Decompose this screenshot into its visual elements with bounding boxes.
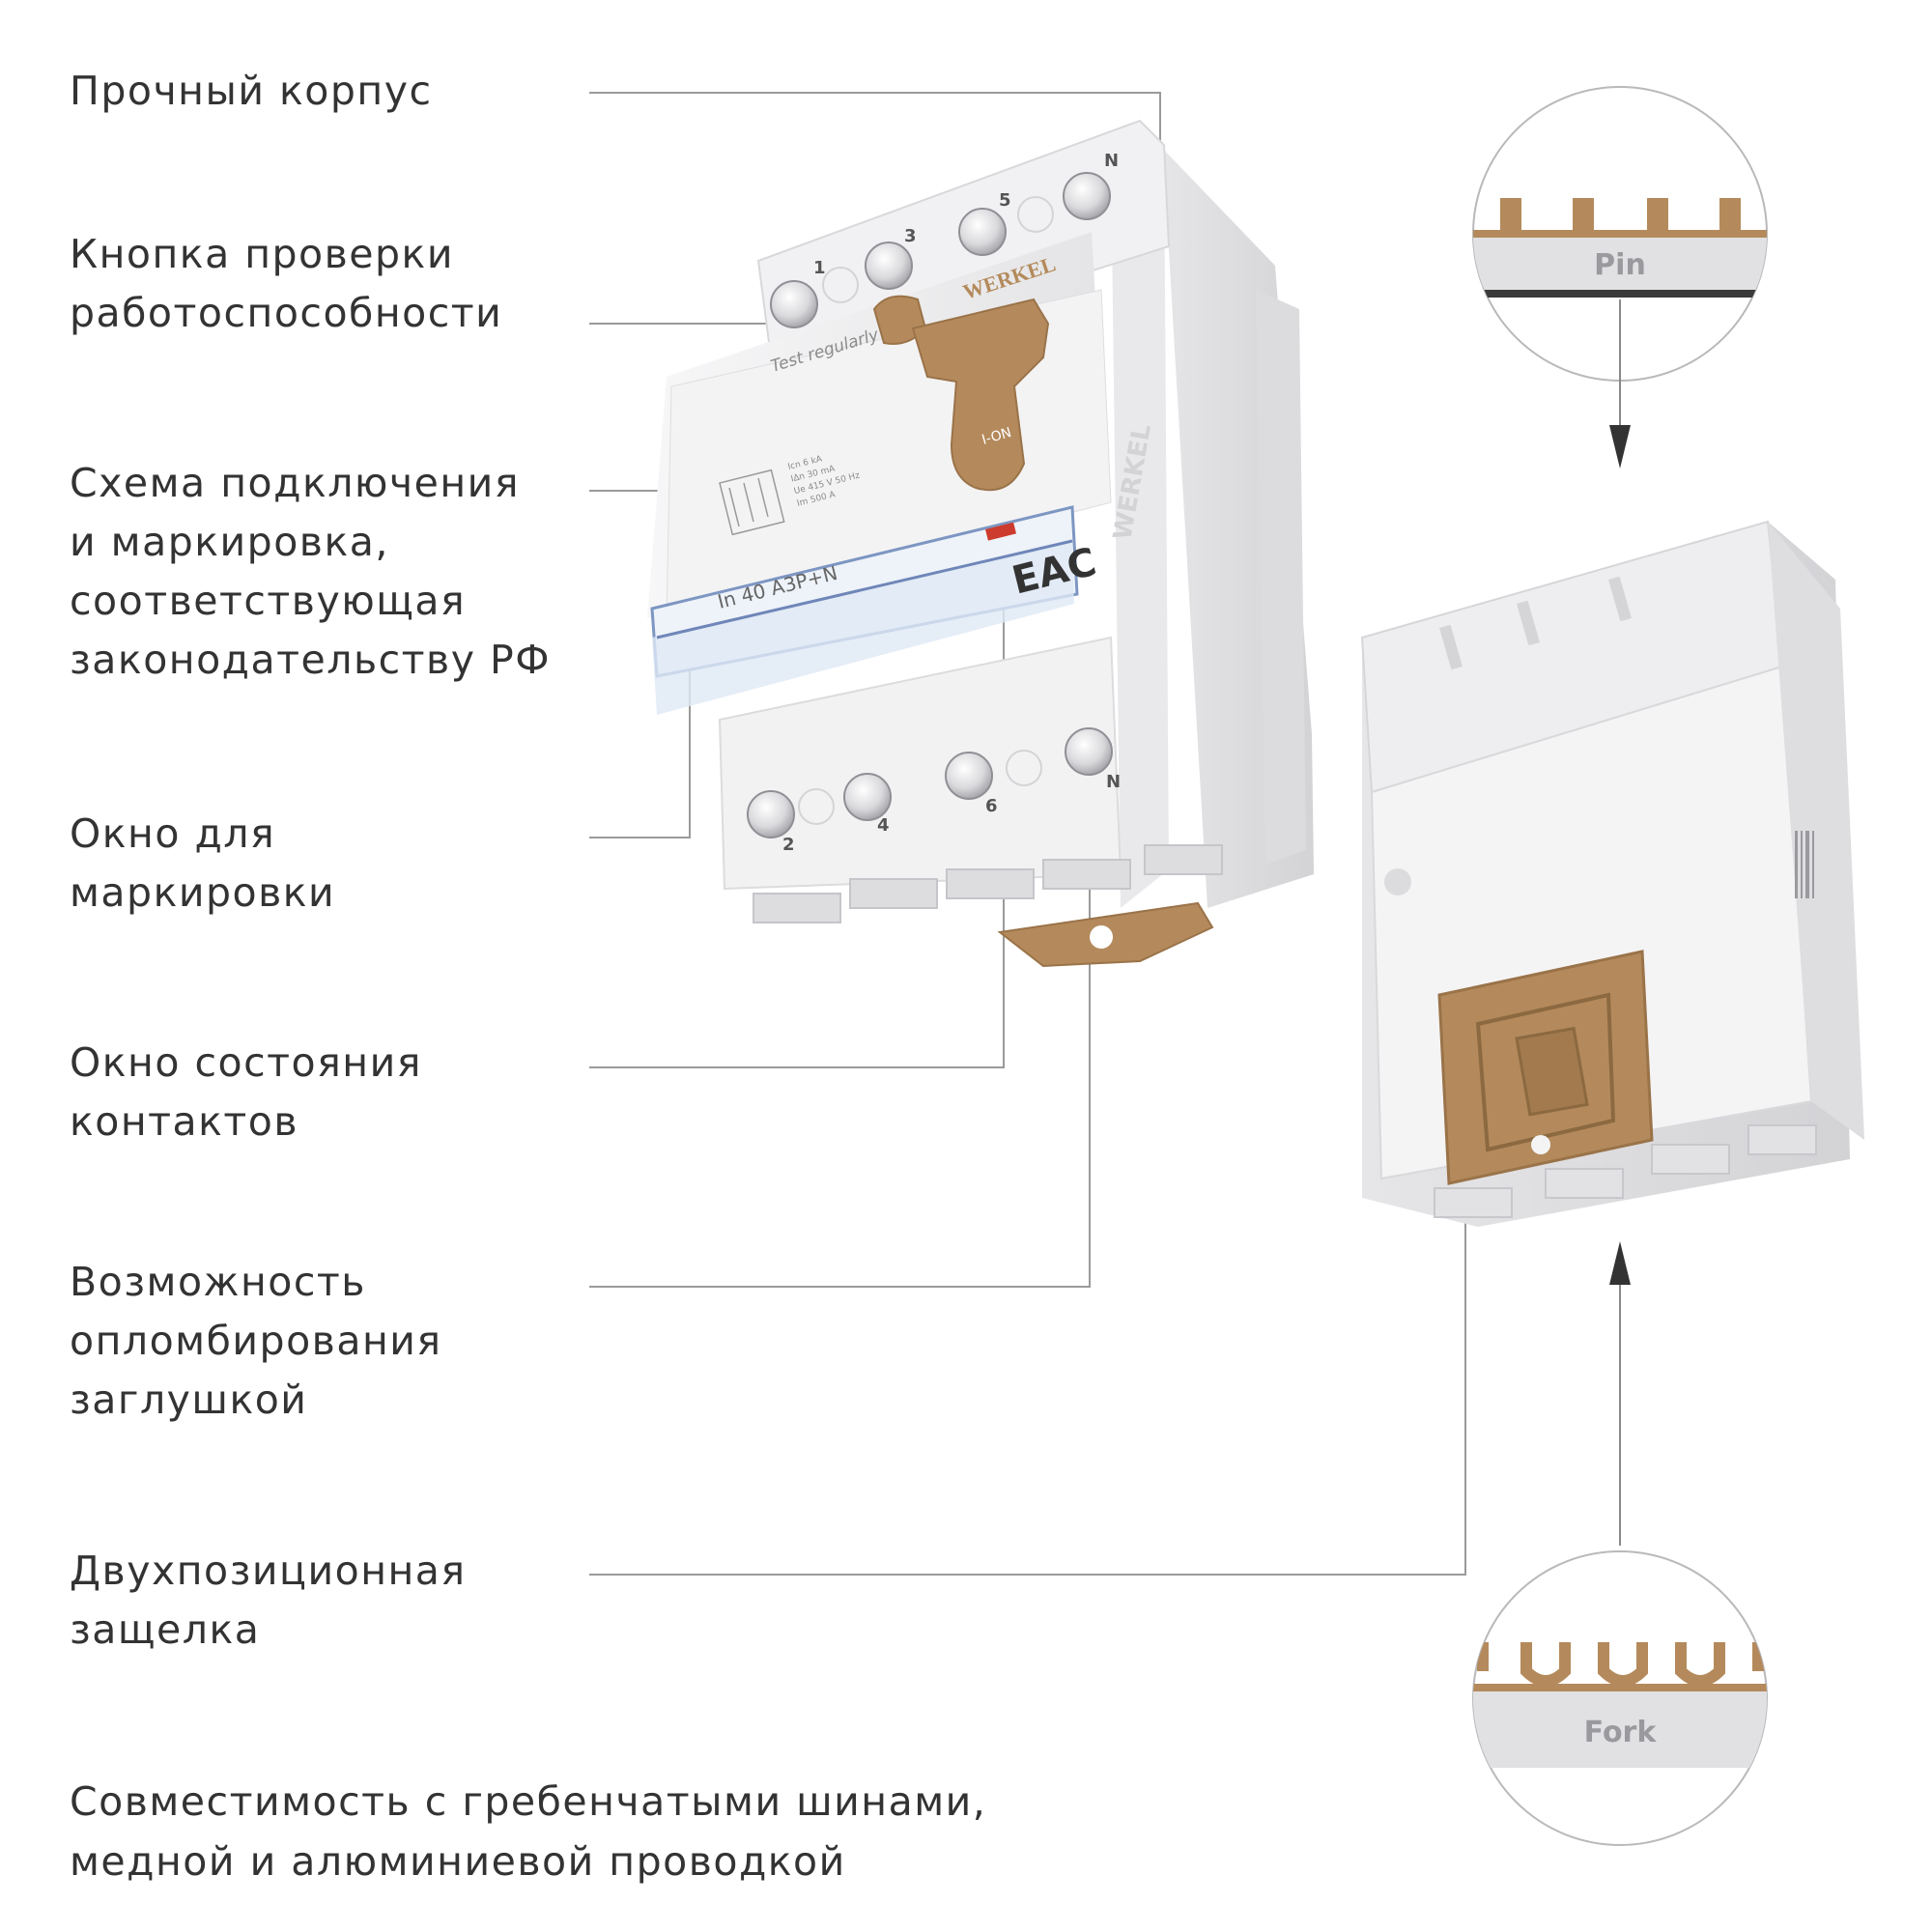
wiring-scheme [719,469,785,536]
top-screws [770,172,1111,328]
label-housing: Прочный корпус [70,68,433,114]
pin-tooth-3 [1647,198,1668,235]
terminal-label-top-1: 1 [813,258,826,278]
fork-tooth-2 [1598,1642,1648,1687]
screw-n-bottom [1065,727,1113,776]
rcd-front-view: 1 3 5 N Test regularly WERKEL I-ON Icn 6… [647,119,1314,968]
screw-6 [945,752,993,800]
label-contact-window: Окно состояния контактов [70,1039,422,1145]
rcd-rear-view [1360,520,1864,1227]
terminal-label-top-5: 5 [999,190,1011,211]
status-window [984,522,1017,541]
fork-busbar-inset: Fork [1472,1241,1768,1846]
bottom-screws [747,727,1113,838]
label-compatibility: Совместимость с гребенчатыми шинами, мед… [70,1778,987,1885]
screw-n-top [1063,172,1111,220]
pin-tooth-4 [1719,198,1741,235]
arrow-up [1609,1241,1631,1285]
label-latch: Двухпозиционная защелка [70,1548,467,1653]
din-latch [1437,950,1654,1185]
terminal-label-bottom-6: 6 [985,796,998,816]
leader-latch [589,1014,1466,1576]
screw-1 [770,280,818,328]
barcode [1795,831,1814,898]
pin-tooth-1 [1500,198,1521,235]
terminal-label-top-3: 3 [904,226,917,246]
screw-5 [958,208,1007,256]
terminal-label-top-n: N [1104,151,1119,171]
fork-tooth-3 [1675,1642,1725,1687]
arrow-down [1609,425,1631,469]
pin-label: Pin [1594,248,1646,282]
terminal-label-bottom-2: 2 [782,835,795,855]
label-sealing: Возможность опломбирования заглушкой [70,1259,442,1423]
label-scheme: Схема подключения и маркировка, соответс… [70,460,552,683]
label-test-button: Кнопка проверки работоспособности [70,231,503,336]
terminal-label-bottom-4: 4 [877,815,890,836]
label-marking-window: Окно для маркировки [70,810,336,916]
screw-2 [747,790,795,838]
pin-tooth-2 [1573,198,1594,235]
screw-4 [843,773,892,821]
toggle-lever [911,298,1050,492]
pin-busbar-inset: Pin [1472,86,1768,469]
terminal-label-bottom-n: N [1106,772,1121,792]
leader-marking-window [589,667,691,838]
fork-label: Fork [1584,1716,1658,1749]
fork-tooth-1 [1520,1642,1571,1687]
screw-3 [865,242,913,290]
